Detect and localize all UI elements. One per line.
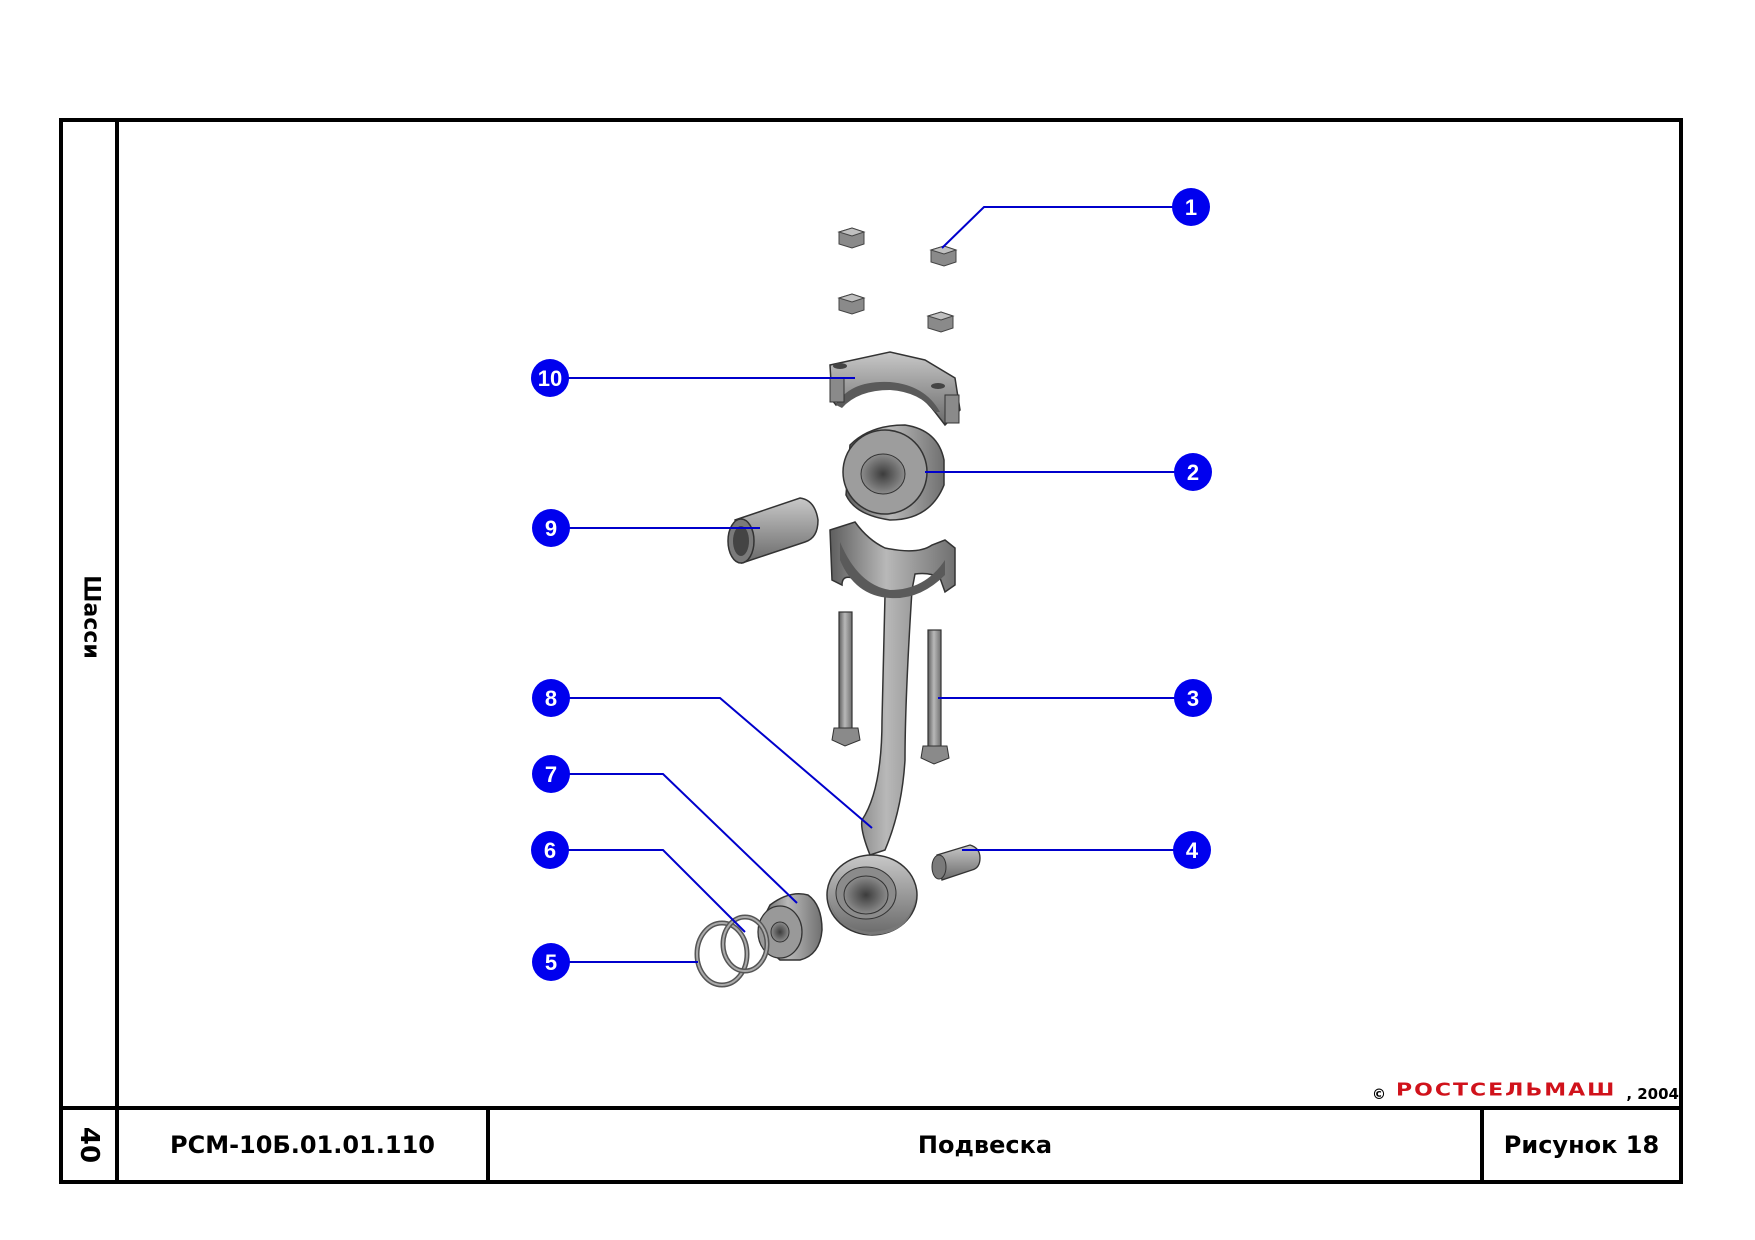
svg-text:2: 2	[1187, 460, 1199, 485]
nut-part	[837, 293, 866, 315]
pin-part	[931, 844, 981, 881]
nut-part	[926, 311, 955, 333]
small-bushing-part	[757, 893, 823, 961]
copyright-symbol: ©	[1372, 1087, 1387, 1103]
drawing-frame: Шасси 40 РСМ-10Б.01.01.110 Подвеска Рису…	[59, 118, 1683, 1184]
leader-line-1	[941, 206, 1190, 249]
svg-text:1: 1	[1185, 195, 1197, 220]
callout-4[interactable]: 4	[1173, 831, 1211, 869]
copyright-line: © РОСТСЕЛЬМАШ , 2004	[1372, 1078, 1679, 1104]
doc-code: РСМ-10Б.01.01.110	[119, 1110, 490, 1180]
retaining-ring-part	[720, 914, 770, 974]
brand-logo: РОСТСЕЛЬМАШ	[1396, 1080, 1617, 1101]
callout-3[interactable]: 3	[1174, 679, 1212, 717]
callout-6[interactable]: 6	[531, 831, 569, 869]
svg-text:3: 3	[1187, 686, 1199, 711]
leader-line-7	[551, 773, 798, 904]
callout-7[interactable]: 7	[532, 755, 570, 793]
suspension-arm-part	[826, 521, 956, 936]
bushing-part	[842, 424, 945, 521]
svg-text:6: 6	[544, 838, 556, 863]
page-number: 40	[74, 1126, 104, 1164]
drawing-title: Подвеска	[490, 1110, 1484, 1180]
sleeve-part	[727, 497, 819, 564]
svg-text:10: 10	[538, 366, 562, 391]
upper-bearing-cap-part	[829, 351, 961, 427]
callout-9[interactable]: 9	[532, 509, 570, 547]
callout-2[interactable]: 2	[1174, 453, 1212, 491]
copyright-year: , 2004	[1626, 1085, 1679, 1103]
svg-text:7: 7	[545, 762, 557, 787]
callout-1[interactable]: 1	[1172, 188, 1210, 226]
section-label: Шасси	[78, 575, 104, 659]
retaining-ring-part	[694, 920, 750, 988]
bolt-part	[920, 629, 950, 765]
leader-line-6	[550, 849, 746, 933]
svg-text:5: 5	[545, 950, 557, 975]
leader-line-8	[551, 697, 873, 829]
bolt-part	[831, 611, 861, 747]
callout-8[interactable]: 8	[532, 679, 570, 717]
page-number-cell: 40	[63, 1110, 119, 1180]
svg-text:4: 4	[1186, 838, 1199, 863]
callout-5[interactable]: 5	[532, 943, 570, 981]
svg-text:9: 9	[545, 516, 557, 541]
nut-part	[837, 227, 866, 249]
svg-text:8: 8	[545, 686, 557, 711]
figure-label: Рисунок 18	[1503, 1131, 1660, 1159]
title-block: 40 РСМ-10Б.01.01.110 Подвеска Рисунок 18	[63, 1106, 1679, 1180]
side-strip: Шасси	[63, 122, 119, 1180]
callout-10[interactable]: 10	[531, 359, 569, 397]
